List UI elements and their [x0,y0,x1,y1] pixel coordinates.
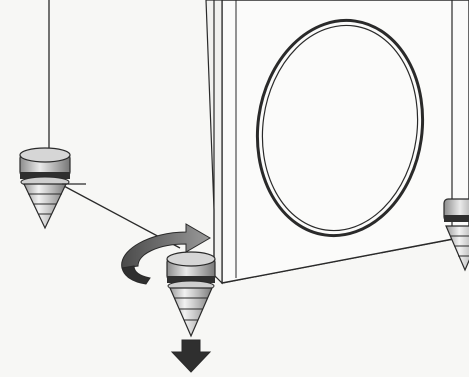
rotate-arrow-icon [121,223,211,285]
spike-foot-icon [166,251,216,338]
speaker-driver [255,18,425,238]
spike-foot-icon [19,147,86,230]
spike-foot-icon [443,198,469,272]
speaker-cabinet [205,0,469,285]
down-arrow-icon [170,339,212,373]
